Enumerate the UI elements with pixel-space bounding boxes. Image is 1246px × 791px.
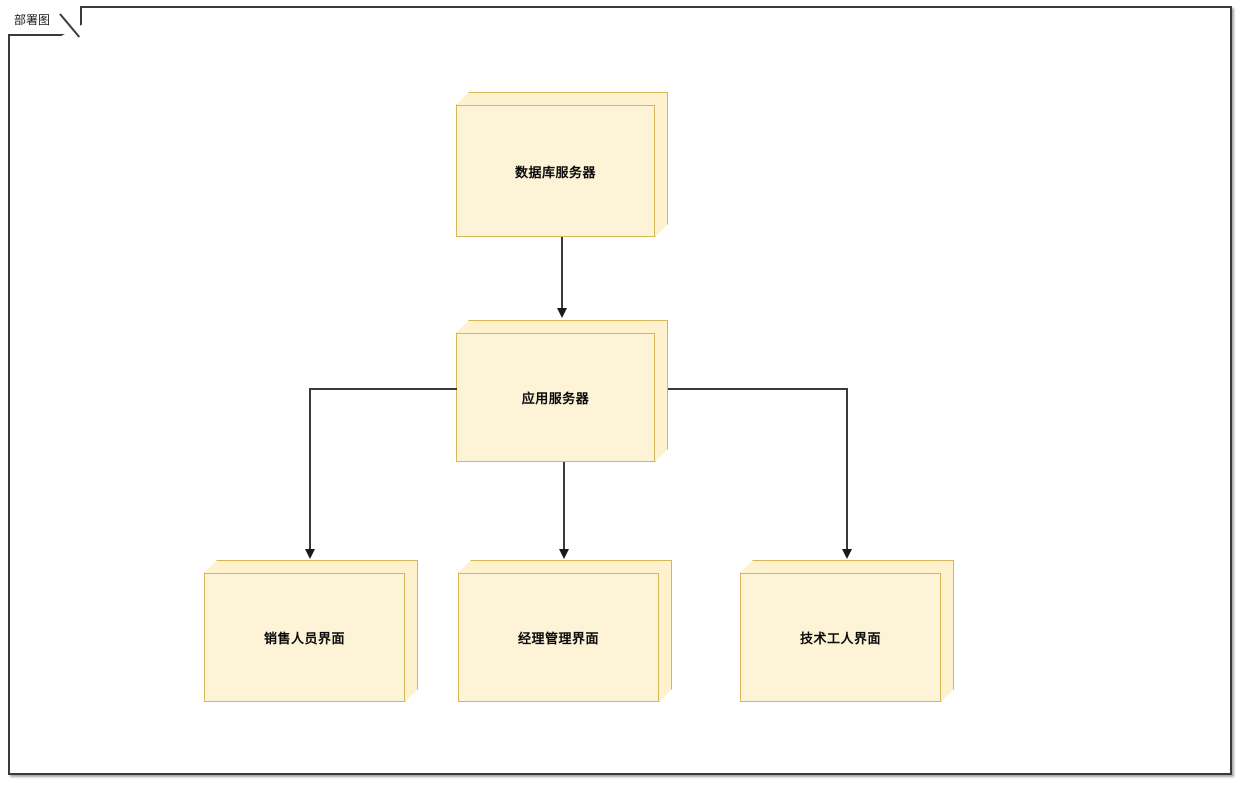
node-app-server[interactable]: 应用服务器: [456, 320, 668, 462]
node-db-server[interactable]: 数据库服务器: [456, 92, 668, 237]
diagram-frame-label-text: 部署图: [14, 13, 51, 27]
edge-app-server-to-manager-interface: [563, 462, 565, 553]
edge-app-server-to-manager-interface-arrowhead: [559, 549, 569, 559]
node-sales-interface-label: 销售人员界面: [263, 631, 345, 646]
node-manager-interface-label: 经理管理界面: [517, 631, 599, 646]
edge-db-server-to-app-server: [561, 237, 563, 310]
node-db-server-face: 数据库服务器: [456, 105, 655, 237]
node-app-server-face: 应用服务器: [456, 333, 655, 462]
node-db-server-label: 数据库服务器: [514, 164, 596, 180]
edge-app-server-to-sales-interface-vertical: [309, 388, 311, 553]
edge-db-server-to-app-server-arrowhead: [557, 308, 567, 318]
edge-app-server-to-technician-interface-horizontal: [668, 388, 848, 390]
edge-app-server-to-sales-interface-arrowhead: [305, 549, 315, 559]
node-app-server-label: 应用服务器: [521, 391, 590, 406]
node-technician-interface-label: 技术工人界面: [799, 631, 881, 646]
edge-app-server-to-sales-interface-horizontal: [309, 388, 457, 390]
node-manager-interface-face: 经理管理界面: [458, 573, 659, 702]
node-manager-interface[interactable]: 经理管理界面: [458, 560, 672, 702]
node-technician-interface-face: 技术工人界面: [740, 573, 941, 702]
edge-app-server-to-technician-interface-arrowhead: [842, 549, 852, 559]
node-sales-interface[interactable]: 销售人员界面: [204, 560, 418, 702]
node-technician-interface[interactable]: 技术工人界面: [740, 560, 954, 702]
node-sales-interface-face: 销售人员界面: [204, 573, 405, 702]
diagram-frame-label: 部署图: [8, 6, 82, 36]
edge-app-server-to-technician-interface-vertical: [846, 388, 848, 553]
